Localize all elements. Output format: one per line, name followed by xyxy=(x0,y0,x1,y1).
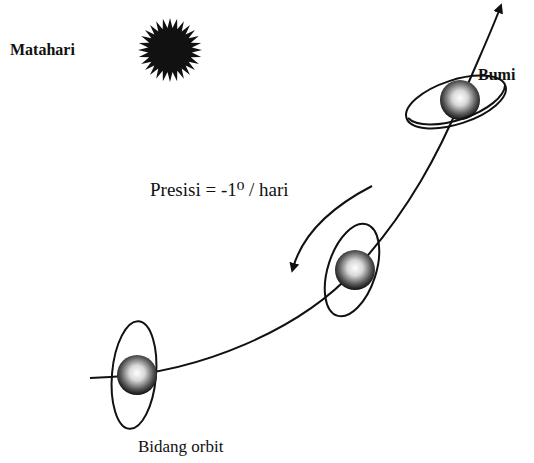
sun-symbol xyxy=(138,18,202,82)
orbit-plane-label: Bidang orbit xyxy=(138,438,223,457)
earth-3 xyxy=(107,319,160,430)
orbit-path xyxy=(90,8,500,378)
earth-2 xyxy=(314,217,389,323)
sun-label: Matahari xyxy=(10,41,75,59)
earth-label: Bumi xyxy=(478,66,515,84)
precession-label: Presisi = -1⁰ / hari xyxy=(150,180,289,201)
